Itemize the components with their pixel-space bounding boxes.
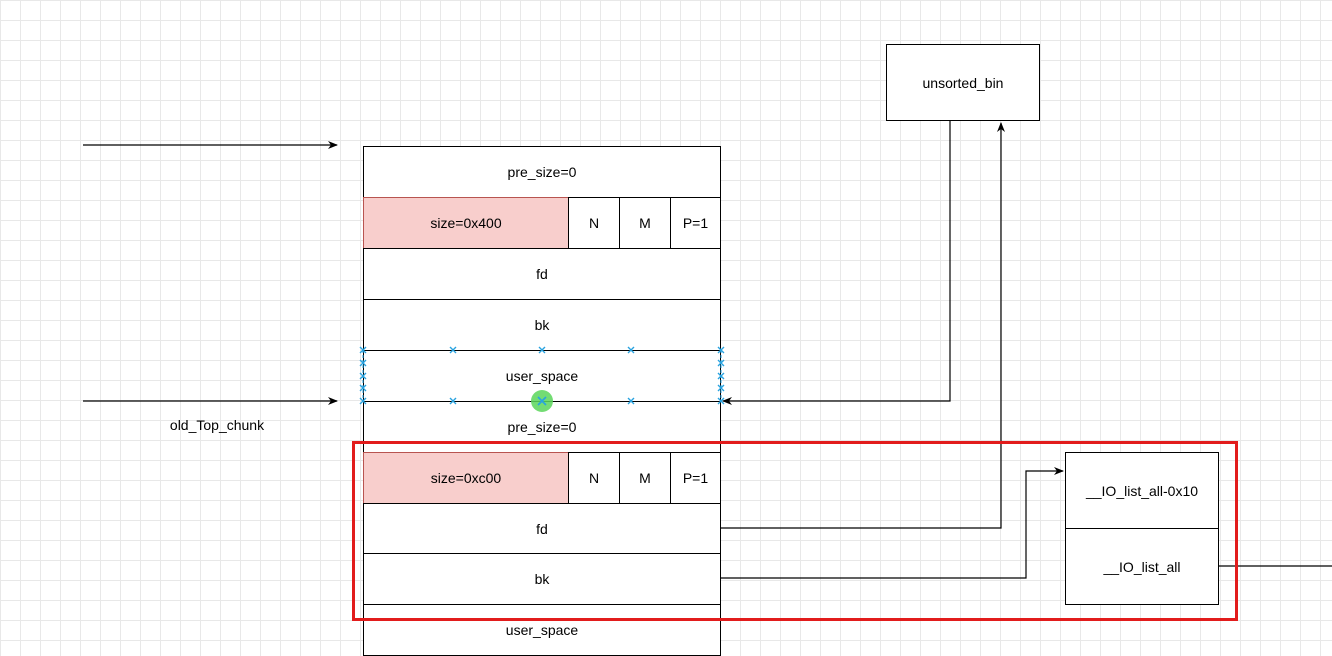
chunk1-m-label: M <box>639 215 651 231</box>
io-list-all-box: __IO_list_all <box>1065 528 1219 605</box>
selection-handle[interactable] <box>359 397 367 405</box>
chunk1-p-label: P=1 <box>682 215 709 231</box>
selection-handle[interactable] <box>449 397 457 405</box>
unsorted-bin-label: unsorted_bin <box>922 74 1004 91</box>
chunk2-size-cell: size=0xc00 <box>363 452 569 504</box>
chunk2-n-label: N <box>588 470 600 486</box>
chunk2-m-label: M <box>639 470 651 486</box>
selection-handle[interactable] <box>717 359 725 367</box>
highlight-frame <box>352 441 1238 621</box>
unsorted-bin-to-chunk-arrow <box>722 121 951 405</box>
chunk2-n-flag: N <box>568 452 620 504</box>
fd-to-unsorted-bin-arrow <box>721 122 1005 529</box>
selection-handle[interactable] <box>359 346 367 354</box>
chunk1-fd-label: fd <box>536 266 548 282</box>
chunk2-bk-label: bk <box>534 571 550 587</box>
selection-handle[interactable] <box>449 346 457 354</box>
chunk2-size-label: size=0xc00 <box>430 470 502 486</box>
selection-handle[interactable] <box>359 372 367 380</box>
selection-handle[interactable] <box>627 397 635 405</box>
selection-handle[interactable] <box>538 346 546 354</box>
unsorted-bin-box: unsorted_bin <box>886 44 1040 121</box>
io-list-all-minus-label: __IO_list_all-0x10 <box>1085 482 1199 499</box>
chunk1-user-space-label: user_space <box>505 368 579 384</box>
chunk2-fd-label: fd <box>536 521 548 537</box>
selection-handle[interactable] <box>717 346 725 354</box>
chunk1-bk-label: bk <box>534 317 550 333</box>
chunk2-pre-size-label: pre_size=0 <box>507 419 577 435</box>
chunk2-p-label: P=1 <box>682 470 709 486</box>
io-list-all-minus-box: __IO_list_all-0x10 <box>1065 452 1219 529</box>
old-top-chunk-label: old_Top_chunk <box>169 417 265 433</box>
chunk1-n-label: N <box>588 215 600 231</box>
selection-handle[interactable] <box>717 372 725 380</box>
selection-handle[interactable] <box>717 384 725 392</box>
selection-handle[interactable] <box>627 346 635 354</box>
bk-to-io-list-arrow <box>721 467 1064 579</box>
selection-handle[interactable] <box>359 359 367 367</box>
selection-handle[interactable] <box>717 397 725 405</box>
chunk2-user-space-label: user_space <box>505 622 579 638</box>
chunk2-bk-cell: bk <box>363 553 721 605</box>
chunk1-size-label: size=0x400 <box>430 215 502 231</box>
chunk1-size-cell: size=0x400 <box>363 197 569 249</box>
chunk1-bk-cell: bk <box>363 299 721 351</box>
io-list-all-label: __IO_list_all <box>1103 558 1181 575</box>
chunk1-fd-cell: fd <box>363 248 721 300</box>
chunk2-p-flag: P=1 <box>670 452 721 504</box>
selection-handle[interactable] <box>359 384 367 392</box>
chunk1-p-flag: P=1 <box>670 197 721 249</box>
chunk1-pre-size-label: pre_size=0 <box>507 164 577 180</box>
chunk2-fd-cell: fd <box>363 503 721 555</box>
